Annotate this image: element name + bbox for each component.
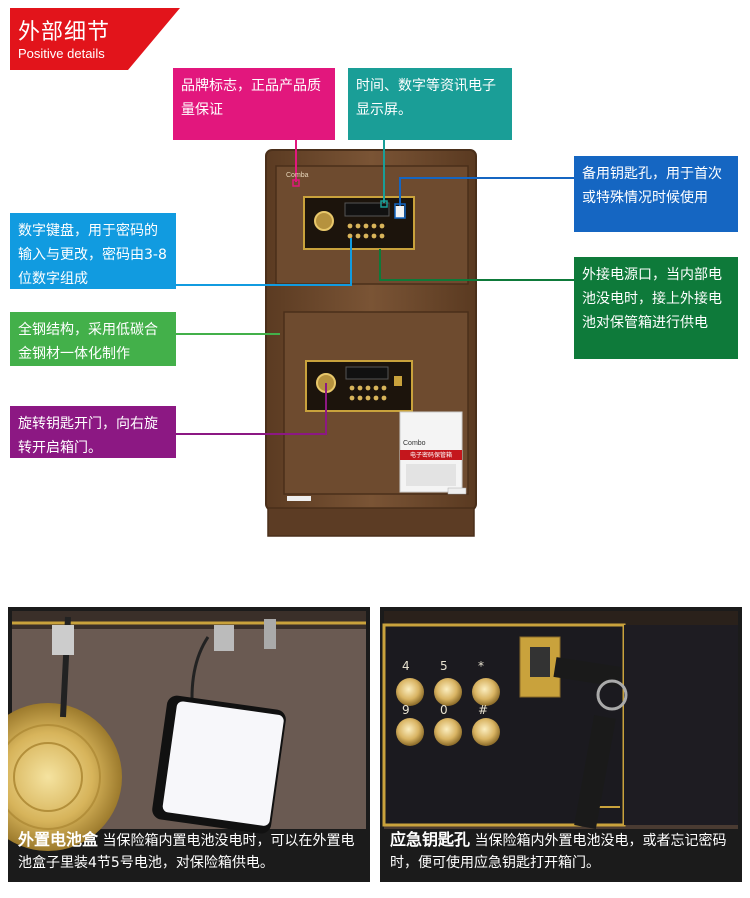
callout-brand: 品牌标志，正品产品质量保证	[173, 68, 335, 140]
emergency-keyhole-title: 应急钥匙孔	[390, 830, 471, 849]
battery-box-title: 外置电池盒	[18, 830, 99, 849]
section-subtitle: Positive details	[18, 46, 105, 61]
callout-keypad: 数字键盘，用于密码的输入与更改，密码由3-8位数字组成	[10, 213, 176, 289]
callout-steel-structure: 全钢结构，采用低碳合金钢材一体化制作	[10, 312, 176, 366]
battery-box-panel: 外置电池盒 当保险箱内置电池没电时，可以在外置电池盒子里装4节5号电池，对保险箱…	[8, 607, 370, 882]
callout-power-port: 外接电源口，当内部电池没电时，接上外接电池对保管箱进行供电	[574, 257, 738, 359]
emergency-keyhole-text: 当保险箱内外置电池没电，或者忘记密码时，便可使用应急钥匙打开箱门。	[390, 833, 727, 871]
battery-box-photo	[8, 611, 366, 851]
callout-rotate-key: 旋转钥匙开门，向右旋转开启箱门。	[10, 406, 176, 458]
keypad-closeup-photo	[382, 611, 738, 829]
battery-box-caption: 外置电池盒 当保险箱内置电池没电时，可以在外置电池盒子里装4节5号电池，对保险箱…	[18, 829, 363, 874]
emergency-keyhole-caption: 应急钥匙孔 当保险箱内外置电池没电，或者忘记密码时，便可使用应急钥匙打开箱门。	[390, 829, 735, 874]
sticker-brand: Combo	[403, 440, 426, 447]
key-digit-0: 0	[440, 703, 448, 717]
key-digit-5: 5	[440, 659, 448, 673]
key-digit-hash: #	[478, 703, 489, 717]
battery-box-text: 当保险箱内置电池没电时，可以在外置电池盒子里装4节5号电池，对保险箱供电。	[18, 833, 355, 871]
brand-mark: Comba	[286, 172, 309, 179]
callout-display: 时间、数字等资讯电子显示屏。	[348, 68, 512, 140]
safe-illustration	[176, 140, 575, 537]
sticker-title: 电子密码保管箱	[409, 452, 452, 459]
callout-backup-keyhole: 备用钥匙孔，用于首次或特殊情况时候使用	[574, 156, 738, 232]
section-title: 外部细节	[18, 20, 111, 45]
key-digit-9: 9	[402, 703, 410, 717]
section-header-tag	[10, 8, 180, 70]
key-digit-4: 4	[402, 659, 410, 673]
emergency-keyhole-panel: 4 5 * 9 0 # 应急钥匙孔 当保险箱内外置电池没电，或者忘记密码时，便可…	[380, 607, 742, 882]
key-digit-star: *	[478, 659, 484, 673]
